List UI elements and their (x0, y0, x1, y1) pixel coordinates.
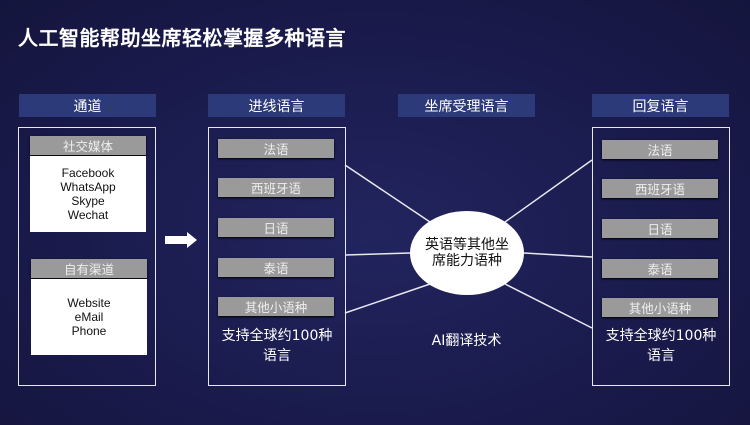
incoming-box (208, 127, 346, 386)
channel-item: Website (67, 296, 111, 310)
own-channel-list: Website eMail Phone (31, 279, 147, 355)
channel-item: eMail (74, 310, 104, 324)
reply-note: 支持全球约100种语言 (605, 328, 717, 364)
agent-language-ellipse: 英语等其他坐席能力语种 (410, 211, 524, 295)
page-title: 人工智能帮助坐席轻松掌握多种语言 (18, 26, 346, 50)
incoming-language: 法语 (218, 139, 334, 158)
channel-item: Wechat (67, 208, 109, 222)
arrow-right-icon (165, 232, 197, 248)
incoming-note: 支持全球约100种语言 (221, 328, 333, 364)
header-incoming: 进线语言 (208, 94, 345, 117)
reply-language: 其他小语种 (602, 298, 718, 317)
incoming-language: 泰语 (218, 258, 334, 277)
reply-language: 泰语 (602, 259, 718, 278)
incoming-language: 西班牙语 (218, 178, 334, 197)
ai-translation-label: AI翻译技术 (431, 333, 502, 349)
reply-box (592, 127, 730, 386)
channel-item: Skype (71, 194, 105, 208)
reply-language: 法语 (602, 140, 718, 159)
incoming-language: 日语 (218, 218, 334, 237)
channel-item: Facebook (61, 166, 115, 180)
reply-language: 日语 (602, 219, 718, 238)
social-media-list: Facebook WhatsApp Skype Wechat (30, 156, 146, 232)
incoming-language: 其他小语种 (218, 297, 334, 316)
header-reply: 回复语言 (592, 94, 729, 117)
own-channel-label: 自有渠道 (31, 259, 147, 278)
channel-item: Phone (71, 324, 107, 338)
reply-language: 西班牙语 (602, 179, 718, 198)
social-media-label: 社交媒体 (30, 136, 146, 155)
header-channel: 通道 (19, 94, 156, 117)
channel-item: WhatsApp (60, 180, 116, 194)
header-agent: 坐席受理语言 (398, 94, 535, 117)
channel-box (18, 127, 156, 386)
